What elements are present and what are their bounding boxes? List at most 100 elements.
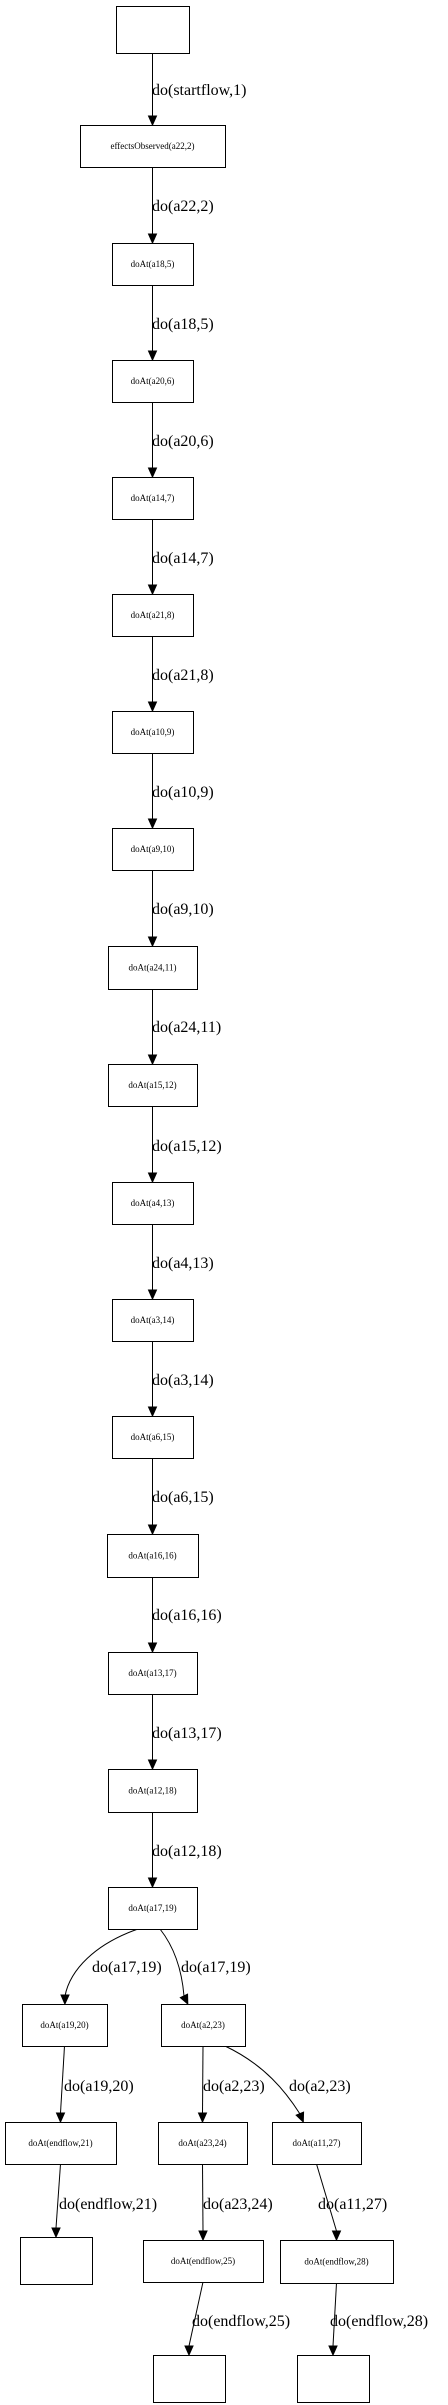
edge-line — [159, 1928, 185, 1997]
flow-node-n4: doAt(a14,7) — [112, 477, 194, 520]
edge-label: do(a22,2) — [152, 198, 214, 215]
flow-edge-n24-n26: do(endflow,28) — [328, 2282, 428, 2357]
node-label: doAt(a12,18) — [128, 1786, 176, 1796]
flow-node-n18: doAt(a2,23) — [161, 2004, 246, 2047]
arrowhead-icon — [147, 1877, 158, 1889]
node-box — [112, 828, 194, 871]
flow-edge-n17-n19: do(a19,20) — [55, 2045, 134, 2124]
node-label: doAt(a16,16) — [128, 1551, 176, 1561]
arrowhead-icon — [147, 936, 158, 948]
arrowhead-icon — [184, 2345, 194, 2357]
arrowhead-icon — [51, 2227, 61, 2239]
flow-node-n16: doAt(a17,19) — [108, 1887, 198, 1930]
node-label: doAt(a10,9) — [131, 727, 175, 737]
arrowhead-icon — [147, 350, 158, 362]
edge-line — [224, 2045, 301, 2115]
node-box — [80, 125, 226, 168]
edge-label: do(endflow,25) — [192, 2313, 290, 2330]
edge-label: do(a16,16) — [152, 1607, 222, 1624]
node-box — [112, 477, 194, 520]
arrowhead-icon — [147, 701, 158, 713]
node-label: doAt(a20,6) — [131, 376, 175, 386]
edge-label: do(a12,18) — [152, 1843, 222, 1860]
arrowhead-icon — [147, 1289, 158, 1301]
flow-edge-n6-n7: do(a10,9) — [147, 753, 214, 830]
flow-edge-n20-n23: do(a23,24) — [198, 2163, 273, 2242]
node-box — [116, 6, 190, 54]
edge-line — [55, 2163, 61, 2229]
arrowhead-icon — [147, 1172, 158, 1184]
flow-node-n13: doAt(a16,16) — [107, 1534, 199, 1578]
arrowhead-icon — [55, 2112, 66, 2124]
flow-node-n20: doAt(a23,24) — [158, 2122, 248, 2165]
flow-node-n1: effectsObserved(a22,2) — [80, 125, 226, 168]
node-label: doAt(a19,20) — [40, 2020, 88, 2030]
node-box — [272, 2122, 362, 2165]
flow-edge-n19-n22: do(endflow,21) — [51, 2163, 157, 2239]
edge-label: do(a14,7) — [152, 550, 214, 567]
flow-node-n12: doAt(a6,15) — [112, 1416, 194, 1459]
arrowhead-icon — [147, 467, 158, 479]
node-box — [112, 243, 194, 286]
node-box — [112, 711, 194, 754]
flow-node-n25 — [153, 2355, 226, 2403]
node-label: doAt(a23,24) — [178, 2138, 226, 2148]
node-layer: effectsObserved(a22,2) doAt(a18,5) doAt(a2… — [5, 6, 394, 2403]
node-label: doAt(endflow,21) — [28, 2138, 92, 2148]
flow-edge-n21-n24: do(a11,27) — [316, 2163, 387, 2242]
node-box — [108, 1769, 198, 1813]
node-box — [112, 594, 194, 637]
arrowhead-icon — [147, 233, 158, 245]
node-box — [22, 2004, 108, 2047]
flow-edge-n5-n6: do(a21,8) — [147, 636, 214, 713]
flow-node-n14: doAt(a13,17) — [108, 1652, 198, 1695]
flow-edge-n18-n21: do(a2,23) — [224, 2045, 351, 2124]
edge-label: do(a19,20) — [64, 2078, 134, 2095]
node-label: doAt(a18,5) — [131, 259, 175, 269]
flow-edge-n11-n12: do(a3,14) — [147, 1341, 214, 1418]
edge-label: do(a11,27) — [318, 2196, 387, 2213]
edge-label: do(a15,12) — [152, 1138, 222, 1155]
edge-label: do(a4,13) — [152, 1255, 214, 1272]
flow-edge-n12-n13: do(a6,15) — [147, 1458, 214, 1536]
node-label: doAt(a14,7) — [131, 493, 175, 503]
flow-edge-n7-n8: do(a9,10) — [147, 870, 214, 948]
node-box — [108, 1064, 198, 1107]
edge-label: do(a24,11) — [152, 1019, 221, 1036]
arrowhead-icon — [147, 1524, 158, 1536]
edge-line — [188, 2281, 204, 2347]
arrowhead-icon — [60, 1994, 70, 2006]
flow-edge-n15-n16: do(a12,18) — [147, 1812, 222, 1889]
node-label: effectsObserved(a22,2) — [110, 141, 194, 151]
flow-edge-n8-n9: do(a24,11) — [147, 989, 221, 1066]
edge-label: do(a10,9) — [152, 784, 214, 801]
node-box — [108, 946, 198, 990]
flow-edge-n2-n3: do(a18,5) — [147, 285, 214, 362]
arrowhead-icon — [147, 818, 158, 830]
node-label: doAt(a4,13) — [131, 1198, 175, 1208]
node-box — [112, 1299, 194, 1342]
edge-label: do(a17,19) — [92, 1959, 162, 1976]
node-box — [20, 2237, 93, 2285]
node-box — [297, 2355, 370, 2403]
arrowhead-icon — [147, 1406, 158, 1418]
node-box — [5, 2122, 117, 2165]
edge-line — [202, 2163, 204, 2232]
edge-line — [332, 2282, 337, 2347]
arrowhead-icon — [331, 2230, 342, 2242]
edge-label: do(a20,6) — [152, 433, 214, 450]
flow-edge-n0-n1: do(startflow,1) — [147, 53, 247, 127]
arrowhead-icon — [147, 115, 158, 127]
node-box — [112, 1416, 194, 1459]
node-box — [108, 1887, 198, 1930]
flow-node-n9: doAt(a15,12) — [108, 1064, 198, 1107]
flow-edge-n3-n4: do(a20,6) — [147, 402, 214, 479]
flow-node-n26 — [297, 2355, 370, 2403]
arrowhead-icon — [328, 2345, 338, 2357]
flow-node-n3: doAt(a20,6) — [112, 360, 194, 403]
flow-node-n2: doAt(a18,5) — [112, 243, 194, 286]
flow-node-n10: doAt(a4,13) — [112, 1182, 194, 1225]
arrowhead-icon — [147, 1054, 158, 1066]
flow-node-n0 — [116, 6, 190, 54]
